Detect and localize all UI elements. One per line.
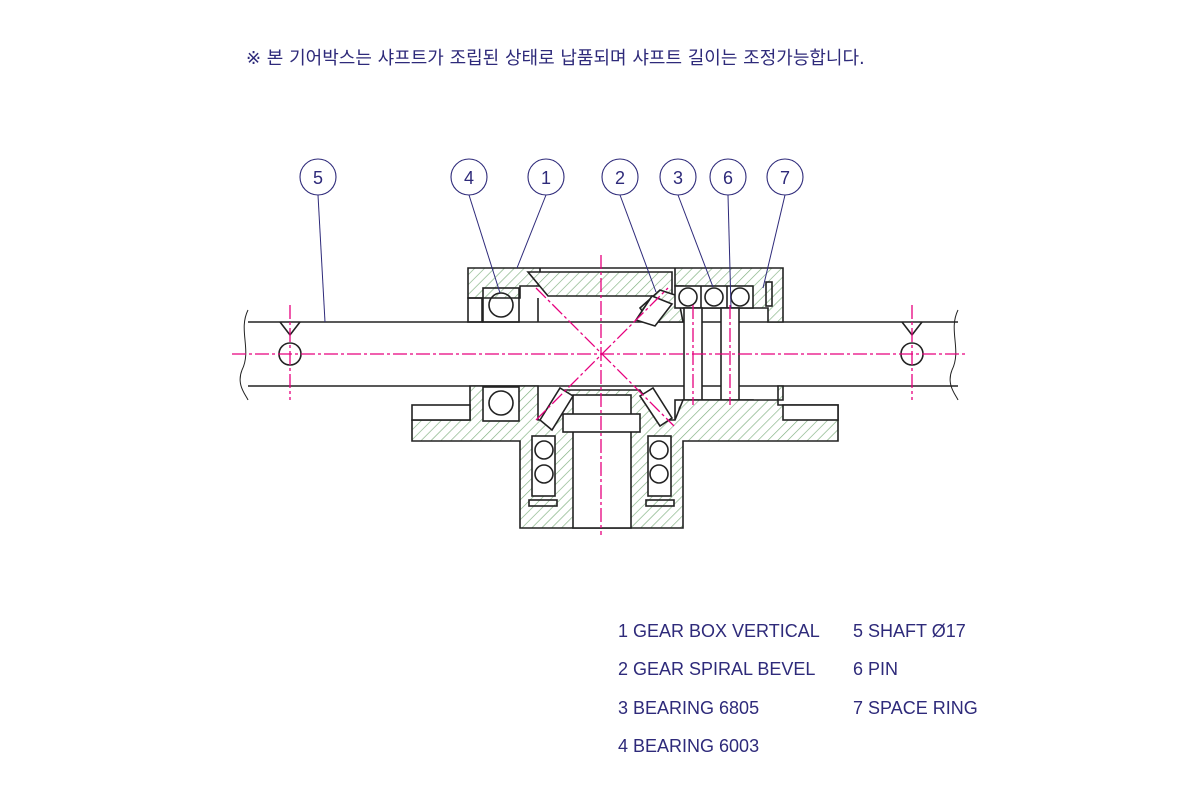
balloon-7: 7 (766, 158, 804, 196)
balloon-4: 4 (450, 158, 488, 196)
svg-text:2: 2 (615, 168, 625, 188)
svg-text:5: 5 (313, 168, 323, 188)
legend-item: 3 BEARING 6805 (618, 698, 760, 718)
balloon-3: 3 (659, 158, 697, 196)
svg-text:7: 7 (780, 168, 790, 188)
svg-text:3: 3 (673, 168, 683, 188)
centerlines (232, 255, 968, 535)
leader-lines (317, 194, 786, 323)
svg-text:1: 1 (541, 168, 551, 188)
legend-item: 1 GEAR BOX VERTICAL (618, 621, 820, 641)
balloon-6: 6 (709, 158, 747, 196)
legend-item: 5 SHAFT Ø17 (853, 621, 966, 641)
svg-text:4: 4 (464, 168, 474, 188)
legend-item: 4 BEARING 6003 (618, 736, 760, 756)
balloon-5: 5 (299, 158, 337, 196)
gear-box-upper (467, 267, 784, 327)
balloon-2: 2 (601, 158, 639, 196)
svg-text:6: 6 (723, 168, 733, 188)
legend-item: 7 SPACE RING (853, 698, 978, 718)
gear-box-lower (411, 385, 839, 529)
shaft (239, 309, 959, 401)
legend-item: 6 PIN (853, 659, 899, 679)
legend-item: 2 GEAR SPIRAL BEVEL (618, 659, 816, 679)
balloon-1: 1 (527, 158, 565, 196)
assembly-note: ※ 본 기어박스는 샤프트가 조립된 상태로 납품되며 샤프트 길이는 조정가능… (246, 48, 865, 69)
